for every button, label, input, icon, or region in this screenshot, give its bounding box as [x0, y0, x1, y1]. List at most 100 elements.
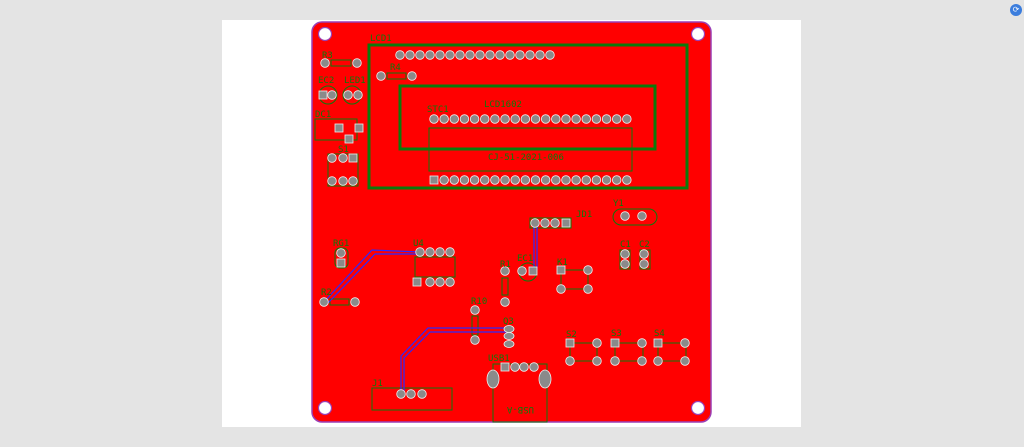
k1-pad	[583, 265, 593, 275]
label-ec2: EC2	[318, 76, 334, 86]
j1-pad	[417, 389, 427, 399]
stc1-pad	[449, 175, 460, 185]
r1-body	[501, 277, 509, 296]
r1-pad	[500, 297, 510, 307]
stc1-pad	[459, 175, 470, 185]
u4-pad	[435, 247, 445, 257]
j1-pad	[396, 389, 406, 399]
switch-pad	[592, 356, 602, 366]
k1-pad	[556, 284, 566, 294]
label-rg1: RG1	[333, 239, 349, 249]
pcb-layout[interactable]: LCD1 R3 R4 EC2 LED1 DC1 S1 STC1 LCD1602 …	[222, 20, 801, 427]
lcd1-pad	[475, 50, 485, 60]
usb1-pad	[500, 362, 510, 372]
switch-pad	[592, 338, 602, 348]
label-ec1: EC1	[517, 254, 533, 264]
stc1-pad	[520, 175, 531, 185]
k1-pad	[556, 265, 566, 275]
labels: LCD1 R3 R4 EC2 LED1 DC1 S1 STC1 LCD1602 …	[315, 34, 665, 414]
r10-pad	[470, 305, 480, 315]
u4-pad	[435, 277, 445, 287]
stc1-pad	[469, 114, 480, 124]
s1-pad	[327, 153, 337, 163]
sync-icon[interactable]: ⟳	[1010, 4, 1022, 16]
s2-outline	[569, 342, 598, 362]
label-u4: U4	[413, 239, 424, 249]
lcd1-pad	[485, 50, 495, 60]
label-lcd1: LCD1	[370, 34, 392, 44]
mounting-hole	[317, 26, 333, 42]
label-dc1: DC1	[315, 110, 331, 120]
lcd1-pad	[535, 50, 545, 60]
usb1-pad	[519, 362, 529, 372]
stc1-pad	[490, 175, 500, 185]
q3-pad	[503, 340, 515, 348]
label-c1: C1	[620, 240, 631, 250]
rg1-outline	[334, 247, 349, 269]
stc1-pad	[561, 114, 571, 124]
lcd1-pad	[425, 50, 435, 60]
label-s1: S1	[338, 145, 349, 155]
stc1-pad	[601, 175, 612, 185]
k1-outline	[560, 269, 589, 290]
label-usba: USB-A	[506, 404, 534, 414]
mounting-hole	[690, 26, 706, 42]
r2-body	[329, 298, 350, 306]
jd1-outline	[529, 217, 572, 229]
s1-pad	[338, 176, 348, 186]
label-y1: Y1	[613, 199, 624, 209]
stc1-pad	[510, 175, 520, 185]
switch-pad	[565, 356, 575, 366]
label-r10: R10	[471, 297, 487, 307]
label-k1: K1	[557, 258, 568, 268]
lcd1-outline	[367, 43, 689, 190]
label-jd1: JD1	[576, 210, 592, 220]
stc1-pad	[571, 175, 581, 185]
label-r4: R4	[390, 63, 401, 73]
jd1-pad	[561, 218, 571, 228]
switch-pad	[637, 338, 647, 348]
lcd1-pad	[455, 50, 465, 60]
dc1-pad	[334, 123, 344, 133]
lcd1-pad	[495, 50, 505, 60]
stc1-pad	[429, 175, 439, 185]
stc1-pad	[510, 114, 520, 124]
ec1-pad	[517, 266, 527, 276]
stc1-pad	[500, 114, 510, 124]
u4-pad	[415, 247, 425, 257]
r3-body	[330, 59, 352, 67]
lcd1-pad	[465, 50, 475, 60]
switch-pad	[653, 338, 663, 348]
jd1-pad	[550, 218, 560, 228]
jd1-pad	[540, 218, 550, 228]
u4-outline	[414, 256, 456, 278]
stc1-pad	[622, 175, 632, 185]
label-s2: S2	[566, 330, 577, 340]
led1-pad	[343, 90, 353, 100]
s1-pad	[327, 176, 337, 186]
r4-body	[386, 72, 407, 80]
trace-r2-u4	[323, 249, 421, 303]
stc1-pad	[530, 114, 541, 124]
trace-j1-q3-b	[403, 331, 509, 394]
stc1-pad	[551, 114, 561, 124]
rg1-pad	[336, 248, 346, 258]
switch-pad	[610, 338, 620, 348]
traces	[323, 223, 538, 394]
y1-pad	[620, 211, 630, 221]
ec2-pad	[318, 90, 328, 100]
stc1-pad	[612, 175, 622, 185]
usb1-pad	[510, 362, 520, 372]
pcb-canvas[interactable]: LCD1 R3 R4 EC2 LED1 DC1 S1 STC1 LCD1602 …	[222, 20, 801, 427]
label-r3: R3	[322, 51, 333, 61]
u4-pad	[445, 277, 455, 287]
stc1-pad	[540, 175, 551, 185]
switch-pad	[610, 356, 620, 366]
stc1-pad	[530, 175, 541, 185]
lcd1602-outline	[398, 84, 657, 151]
u4-pad	[425, 277, 435, 287]
s1-pad	[348, 153, 358, 163]
stc1-pad	[581, 175, 591, 185]
c2-pad	[639, 249, 649, 259]
stc1-pad	[581, 114, 591, 124]
